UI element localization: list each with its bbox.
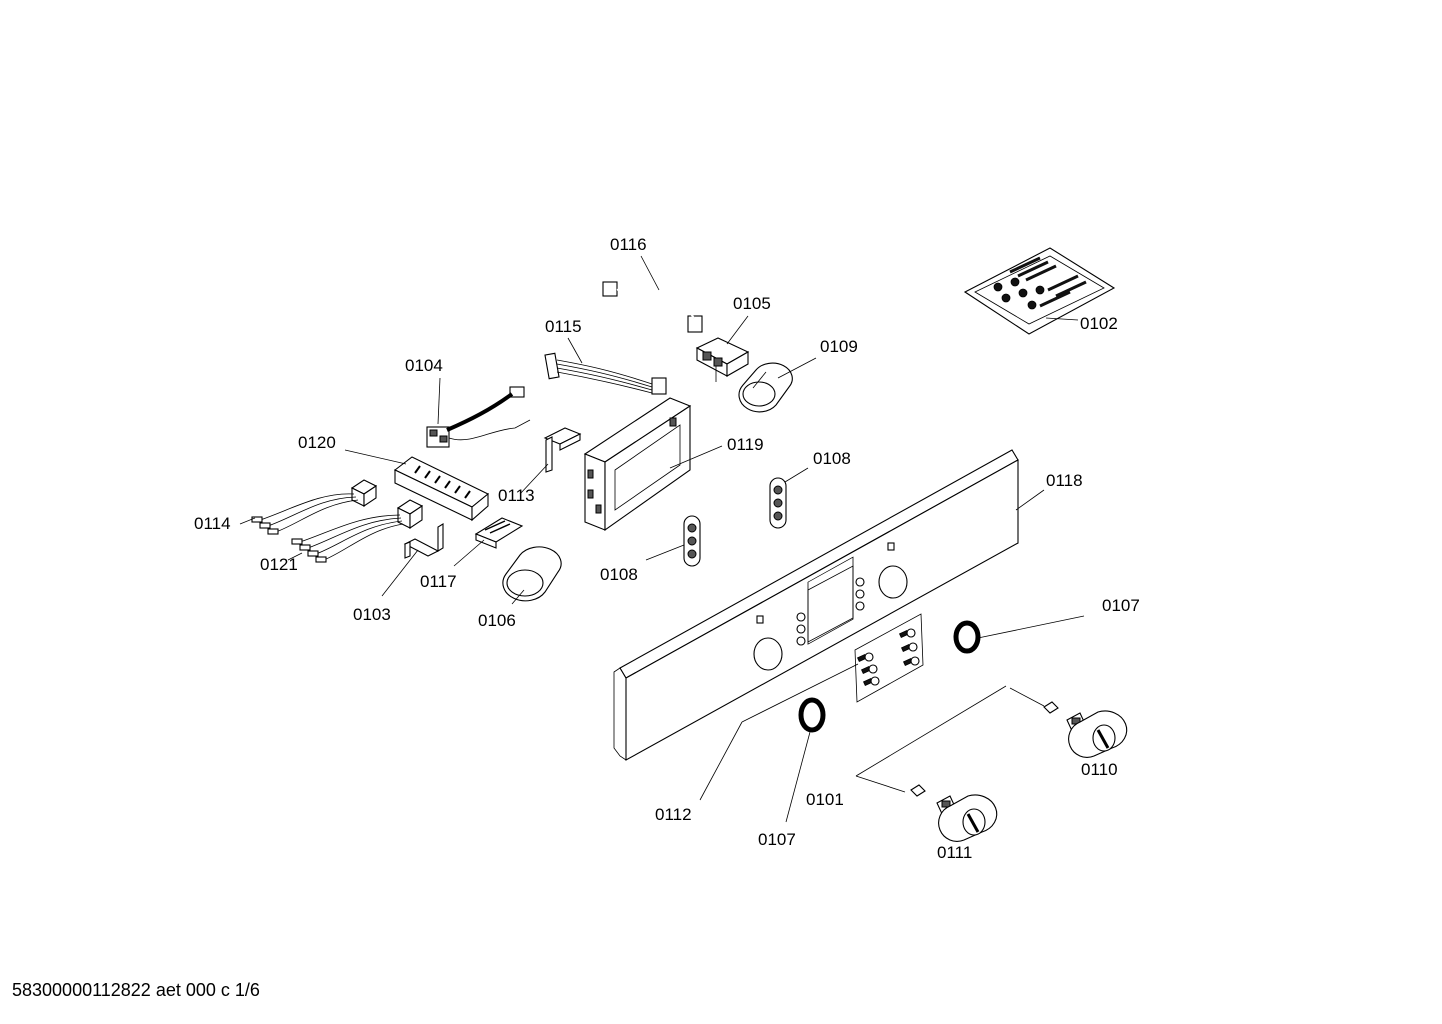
label-0117: 0117 [420, 572, 457, 591]
label-0107-left: 0107 [758, 830, 796, 849]
label-0120: 0120 [298, 433, 336, 452]
part-0120-terminal-block [393, 456, 490, 522]
label-0111: 0111 [937, 843, 972, 862]
part-0103-holder [403, 523, 444, 559]
label-0116: 0116 [610, 235, 647, 254]
label-0104: 0104 [405, 356, 443, 375]
part-0116-cable [602, 281, 703, 333]
part-0115-ribbon-cable [544, 352, 667, 395]
label-0114: 0114 [194, 514, 231, 533]
label-0109: 0109 [820, 337, 858, 356]
label-0119: 0119 [727, 435, 764, 454]
part-0108-gasket-upper [769, 477, 787, 529]
label-0121: 0121 [260, 555, 298, 574]
part-0104-sensor-cable [426, 386, 531, 448]
label-0118: 0118 [1046, 471, 1083, 490]
part-0107-ring-right [953, 620, 981, 654]
part-0109-cylinder [738, 362, 793, 413]
label-0115: 0115 [545, 317, 582, 336]
part-0121-harness [291, 499, 424, 563]
label-0110: 0110 [1081, 760, 1118, 779]
part-0113-clip [543, 427, 582, 473]
part-0102-screw-bag [963, 247, 1116, 335]
part-0106-cylinder [502, 546, 562, 602]
label-0103: 0103 [353, 605, 391, 624]
label-0108-upper: 0108 [813, 449, 851, 468]
part-0101-spacer-lower [910, 784, 926, 797]
label-0101: 0101 [806, 790, 844, 809]
label-0113: 0113 [498, 486, 535, 505]
part-0114-harness [251, 479, 378, 535]
part-0117-bracket [474, 517, 524, 549]
part-0111-knob [936, 794, 998, 842]
part-0108-gasket-lower [683, 515, 701, 567]
part-0119-electronic-module [583, 397, 692, 532]
part-0118-control-panel [613, 449, 1019, 761]
part-0112-screws [856, 628, 920, 687]
leader-lines [239, 255, 1085, 823]
part-0107-ring-left [798, 697, 826, 733]
part-0105-switch [695, 337, 750, 382]
part-0101-spacer-upper [1043, 701, 1059, 714]
label-0108-lower: 0108 [600, 565, 638, 584]
label-0102: 0102 [1080, 314, 1118, 333]
label-0112: 0112 [655, 805, 692, 824]
label-0107-right: 0107 [1102, 596, 1140, 615]
document-id-footer: 58300000112822 aet 000 c 1/6 [12, 980, 260, 1000]
part-0110-knob [1066, 710, 1128, 758]
label-0106: 0106 [478, 611, 516, 630]
part-labels: 0116 0105 0115 0109 0104 0102 0120 0119 … [194, 235, 1140, 862]
label-0105: 0105 [733, 294, 771, 313]
